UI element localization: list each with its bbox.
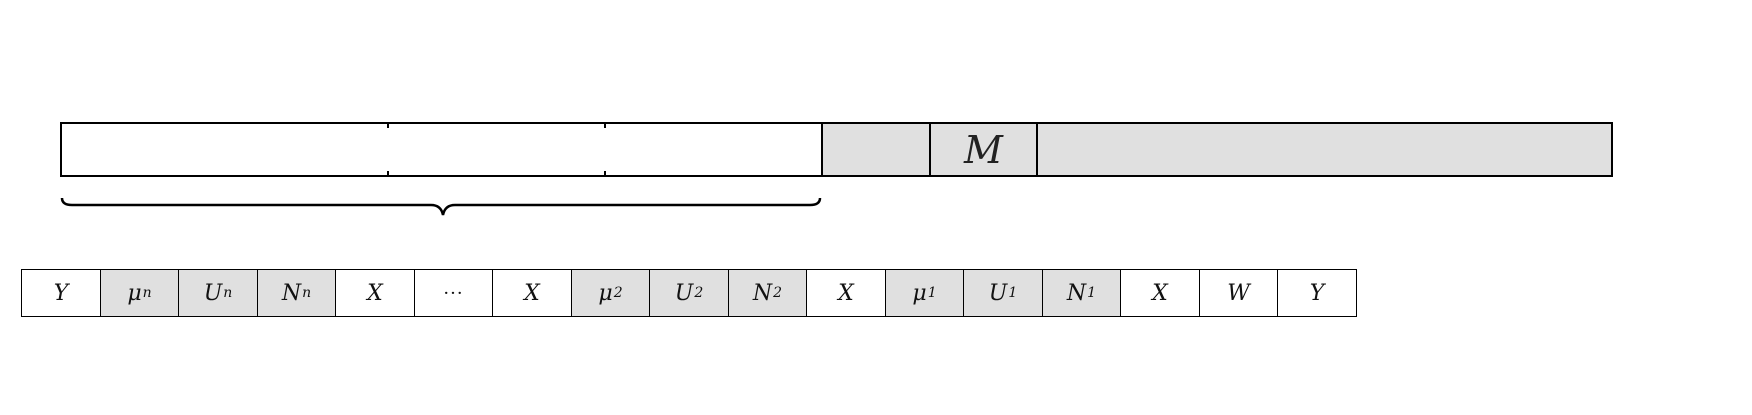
segment-tick-2-bottom <box>604 171 606 175</box>
sequence-cell: X <box>806 269 886 317</box>
sequence-cell: X <box>1120 269 1200 317</box>
memory-bar-white-segment <box>62 124 821 175</box>
m-block: M <box>929 124 1038 175</box>
sequence-cell-label: U <box>674 280 694 306</box>
memory-bar-gray-segment <box>821 124 1611 175</box>
sequence-cell-label: X <box>367 280 383 306</box>
sequence-cell-subscript: 1 <box>927 285 937 301</box>
sequence-cell-label: Y <box>53 280 69 306</box>
sequence-cell-subscript: n <box>302 285 312 301</box>
sequence-cell-label: N <box>1066 280 1087 306</box>
segment-tick-1-top <box>387 124 389 128</box>
sequence-cell: Y <box>1277 269 1357 317</box>
sequence-cell-label: W <box>1227 280 1250 306</box>
sequence-cell-subscript: 2 <box>613 285 623 301</box>
memory-bar: M <box>60 122 1613 177</box>
sequence-cell-label: X <box>524 280 540 306</box>
sequence-cell-subscript: 2 <box>773 285 783 301</box>
sequence-cell-label: μ <box>598 280 613 306</box>
sequence-cell: W <box>1198 269 1279 317</box>
segment-tick-2-top <box>604 124 606 128</box>
sequence-cell-label: Y <box>1309 280 1325 306</box>
sequence-cell-label: N <box>752 280 773 306</box>
sequence-cell-subscript: n <box>142 285 152 301</box>
sequence-cell-subscript: 1 <box>1008 285 1018 301</box>
sequence-cell: X <box>492 269 572 317</box>
sequence-cell-label: μ <box>127 280 142 306</box>
segment-tick-1-bottom <box>387 171 389 175</box>
m-block-label: M <box>964 127 1003 172</box>
sequence-cell: X <box>335 269 415 317</box>
sequence-cell-subscript: 1 <box>1087 285 1097 301</box>
sequence-cell: ··· <box>413 269 494 317</box>
sequence-cell-label: μ <box>912 280 927 306</box>
sequence-cell-label: U <box>203 280 223 306</box>
sequence-cell-label: ··· <box>443 282 464 304</box>
sequence-cell-label: U <box>988 280 1008 306</box>
sequence-cell-label: N <box>281 280 302 306</box>
sequence-cell-label: X <box>1152 280 1168 306</box>
sequence-cell-label: X <box>838 280 854 306</box>
curly-brace <box>60 197 822 216</box>
sequence-cell: Y <box>21 269 101 317</box>
sequence-cell-subscript: n <box>223 285 233 301</box>
sequence-cell-subscript: 2 <box>694 285 704 301</box>
